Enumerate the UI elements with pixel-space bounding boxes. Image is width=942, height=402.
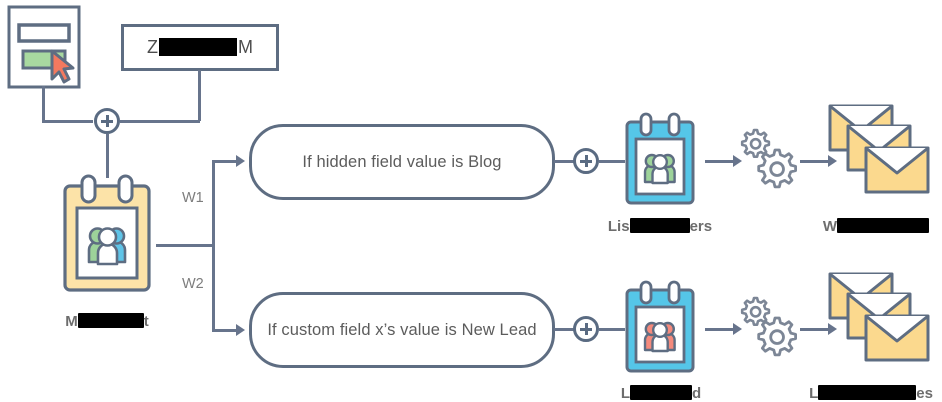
connector-w2-list-to-gears	[705, 328, 735, 331]
connector-w1-to-plus	[554, 160, 574, 163]
redaction-bar	[629, 218, 690, 233]
redaction-bar	[159, 38, 237, 56]
web-form-icon	[7, 5, 81, 89]
connector-branch1-out	[212, 160, 237, 163]
master-list-icon[interactable]	[58, 174, 156, 302]
cursor-icon	[50, 49, 75, 84]
redaction-bar	[630, 385, 692, 400]
segment-list-icon-w2[interactable]	[622, 280, 698, 377]
plus-node-w1[interactable]	[573, 148, 599, 174]
connector-w1-plus-to-list	[599, 160, 625, 163]
connector-crm-left	[120, 120, 200, 123]
segment-list-icon-w1[interactable]	[622, 112, 698, 209]
branch-label-w1: W1	[182, 190, 204, 206]
connector-w2-mail-arrow	[828, 323, 837, 335]
condition-box-w1[interactable]: If hidden field value is Blog	[249, 124, 555, 200]
connector-crm-down	[198, 70, 201, 121]
connector-w2-plus-to-list	[599, 328, 625, 331]
plus-node-w2[interactable]	[573, 316, 599, 342]
email-stack-icon-w2	[828, 272, 934, 368]
connector-w1-mail-arrow	[828, 155, 837, 167]
connector-w1-gears-to-mail	[800, 160, 830, 163]
merge-plus-node[interactable]	[94, 108, 120, 134]
connector-branch1-arrow	[236, 155, 245, 167]
condition-box-w2[interactable]: If custom field x’s value is New Lead	[249, 292, 555, 368]
connector-w1-gears-arrow	[733, 155, 742, 167]
connector-branch2-arrow	[236, 324, 245, 336]
gears-icon-w2	[738, 296, 800, 362]
redaction-bar	[837, 218, 930, 233]
connector-w2-gears-to-mail	[800, 328, 830, 331]
branch-label-w2: W2	[182, 276, 204, 292]
connector-split-in	[156, 244, 215, 247]
gears-icon-w1	[738, 128, 800, 194]
connector-form-down	[42, 86, 45, 122]
connector-split-spine	[212, 160, 215, 332]
connector-merge-down	[106, 134, 109, 178]
redaction-bar	[77, 313, 144, 328]
email-stack-caption-w1: W	[806, 218, 942, 235]
connector-branch2-out	[212, 329, 237, 332]
connector-w2-gears-arrow	[733, 323, 742, 335]
connector-w1-list-to-gears	[705, 160, 735, 163]
email-stack-icon-w1	[828, 104, 934, 200]
connector-w2-to-plus	[554, 328, 574, 331]
redaction-bar	[818, 385, 917, 400]
connector-form-right	[42, 120, 93, 123]
